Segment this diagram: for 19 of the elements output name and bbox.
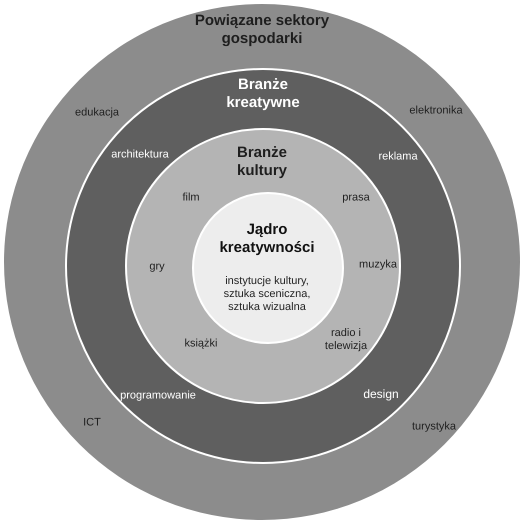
sector-label: książki bbox=[183, 337, 218, 351]
core-description: instytucje kultury, sztuka sceniczna, sztuka wizualna bbox=[222, 275, 312, 315]
sector-label: design bbox=[362, 386, 400, 402]
ring-title: Powiązane sektory gospodarki bbox=[194, 12, 330, 48]
sector-label: prasa bbox=[341, 191, 371, 205]
sector-label: reklama bbox=[377, 150, 419, 164]
ring-title: Branże kreatywne bbox=[225, 76, 301, 112]
sector-label: elektronika bbox=[408, 104, 464, 118]
ring-title: Branże kultury bbox=[236, 144, 288, 180]
ring-title: Jądro kreatywności bbox=[218, 221, 316, 257]
sector-label: radio i telewizja bbox=[324, 326, 368, 354]
sector-label: edukacja bbox=[74, 106, 120, 120]
sector-label: architektura bbox=[110, 148, 170, 162]
sector-label: programowanie bbox=[119, 389, 197, 403]
sector-label: turystyka bbox=[410, 420, 457, 434]
sector-label: gry bbox=[148, 260, 166, 274]
sector-label: muzyka bbox=[358, 258, 398, 272]
sector-label: film bbox=[181, 191, 201, 205]
sector-label: ICT bbox=[82, 416, 102, 430]
